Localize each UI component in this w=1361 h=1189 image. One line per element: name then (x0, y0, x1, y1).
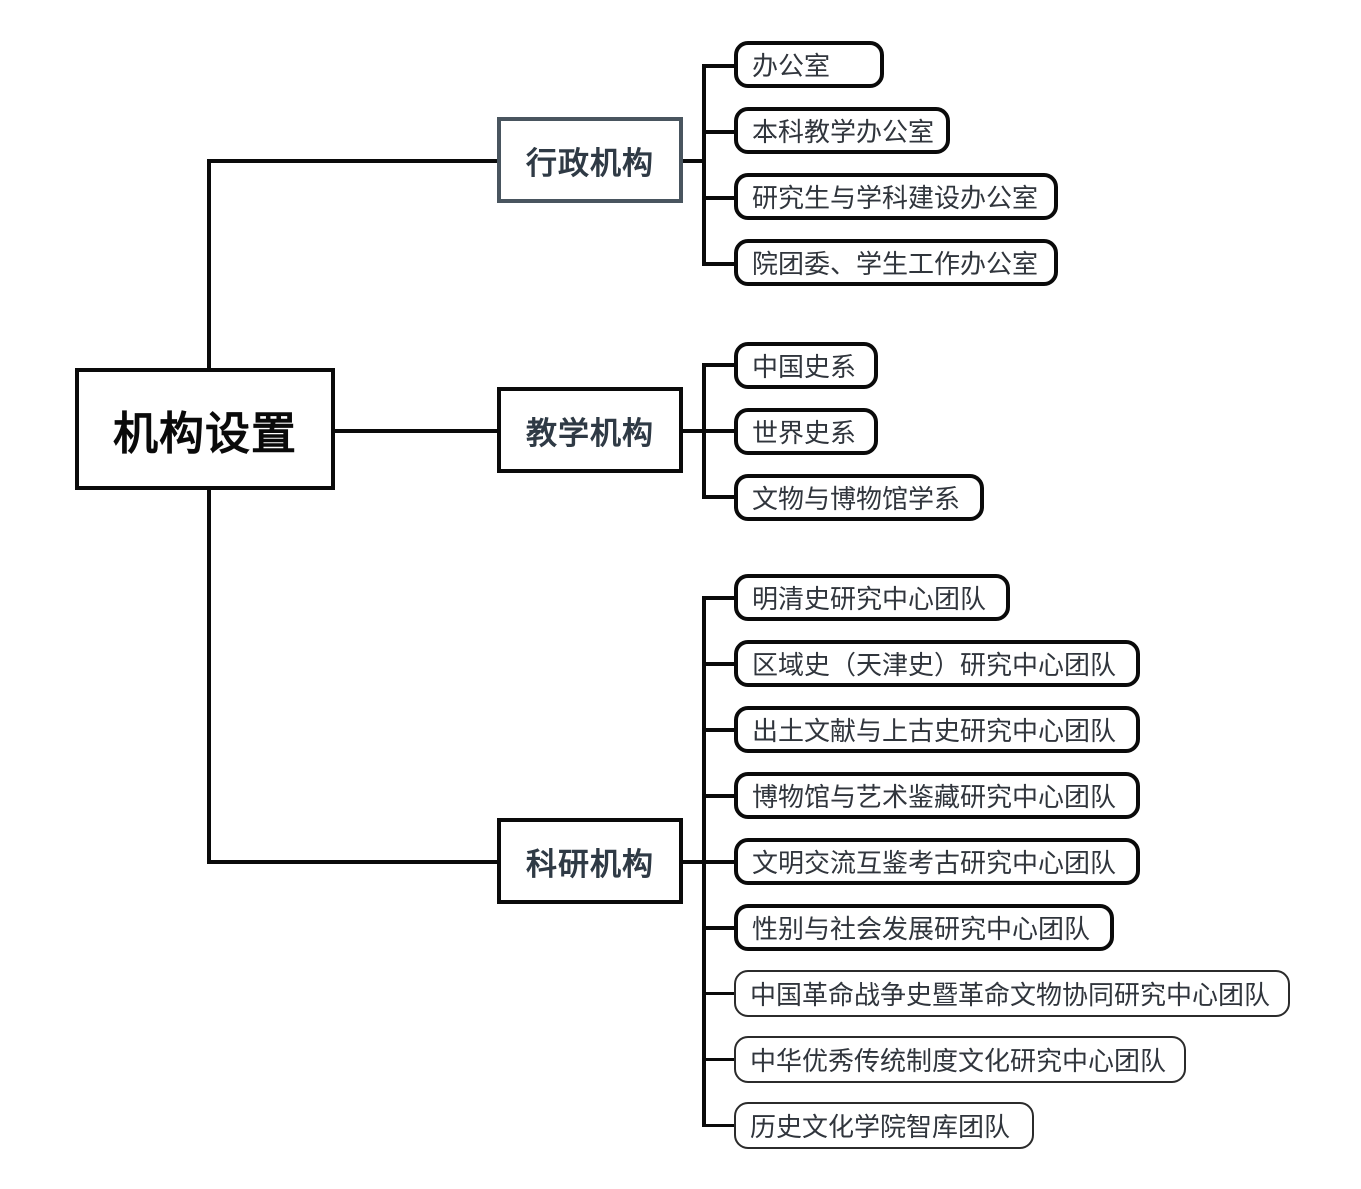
branch-node-research[interactable]: 科研机构 (497, 818, 683, 904)
leaf-node-admin-2[interactable]: 本科教学办公室 (734, 107, 950, 154)
connector-admin-bus (702, 64, 706, 265)
connector-root-trunk-vertical-top (207, 161, 211, 370)
connector-teaching-stub (680, 429, 706, 433)
leaf-node-research-6[interactable]: 性别与社会发展研究中心团队 (734, 904, 1114, 951)
leaf-node-research-7[interactable]: 中国革命战争史暨革命文物协同研究中心团队 (734, 970, 1290, 1017)
connector-research-child-5 (702, 860, 736, 864)
connector-admin-child-2 (702, 130, 736, 134)
branch-node-administrative[interactable]: 行政机构 (497, 117, 683, 203)
root-node-organizational-structure[interactable]: 机构设置 (75, 368, 335, 490)
connector-teaching-child-2 (702, 429, 736, 433)
connector-admin-child-1 (702, 64, 736, 68)
leaf-node-teaching-2[interactable]: 世界史系 (734, 408, 878, 455)
connector-research-child-6 (702, 926, 736, 930)
connector-root-trunk-vertical-bottom (207, 486, 211, 864)
connector-root-to-admin (207, 159, 499, 163)
connector-research-stub (680, 860, 706, 864)
leaf-node-admin-4[interactable]: 院团委、学生工作办公室 (734, 239, 1058, 286)
connector-research-child-7 (702, 992, 736, 995)
leaf-node-research-3[interactable]: 出土文献与上古史研究中心团队 (734, 706, 1140, 753)
connector-admin-stub (680, 159, 706, 163)
connector-research-child-3 (702, 728, 736, 732)
connector-research-child-9 (702, 1124, 736, 1127)
connector-research-child-1 (702, 596, 736, 600)
leaf-node-research-9[interactable]: 历史文化学院智库团队 (734, 1102, 1034, 1149)
connector-admin-child-4 (702, 262, 736, 266)
connector-research-child-4 (702, 794, 736, 798)
leaf-node-research-1[interactable]: 明清史研究中心团队 (734, 574, 1010, 621)
connector-teaching-child-3 (702, 495, 736, 499)
branch-node-teaching[interactable]: 教学机构 (497, 387, 683, 473)
leaf-node-admin-3[interactable]: 研究生与学科建设办公室 (734, 173, 1058, 220)
connector-teaching-child-1 (702, 363, 736, 367)
leaf-node-teaching-3[interactable]: 文物与博物馆学系 (734, 474, 984, 521)
leaf-node-research-5[interactable]: 文明交流互鉴考古研究中心团队 (734, 838, 1140, 885)
leaf-node-research-2[interactable]: 区域史（天津史）研究中心团队 (734, 640, 1140, 687)
connector-root-to-research (207, 860, 499, 864)
connector-admin-child-3 (702, 196, 736, 200)
leaf-node-research-8[interactable]: 中华优秀传统制度文化研究中心团队 (734, 1036, 1186, 1083)
connector-root-to-teaching (333, 429, 499, 433)
connector-research-child-2 (702, 662, 736, 666)
connector-research-child-8 (702, 1058, 736, 1061)
leaf-node-admin-1[interactable]: 办公室 (734, 41, 884, 88)
leaf-node-research-4[interactable]: 博物馆与艺术鉴藏研究中心团队 (734, 772, 1140, 819)
leaf-node-teaching-1[interactable]: 中国史系 (734, 342, 878, 389)
